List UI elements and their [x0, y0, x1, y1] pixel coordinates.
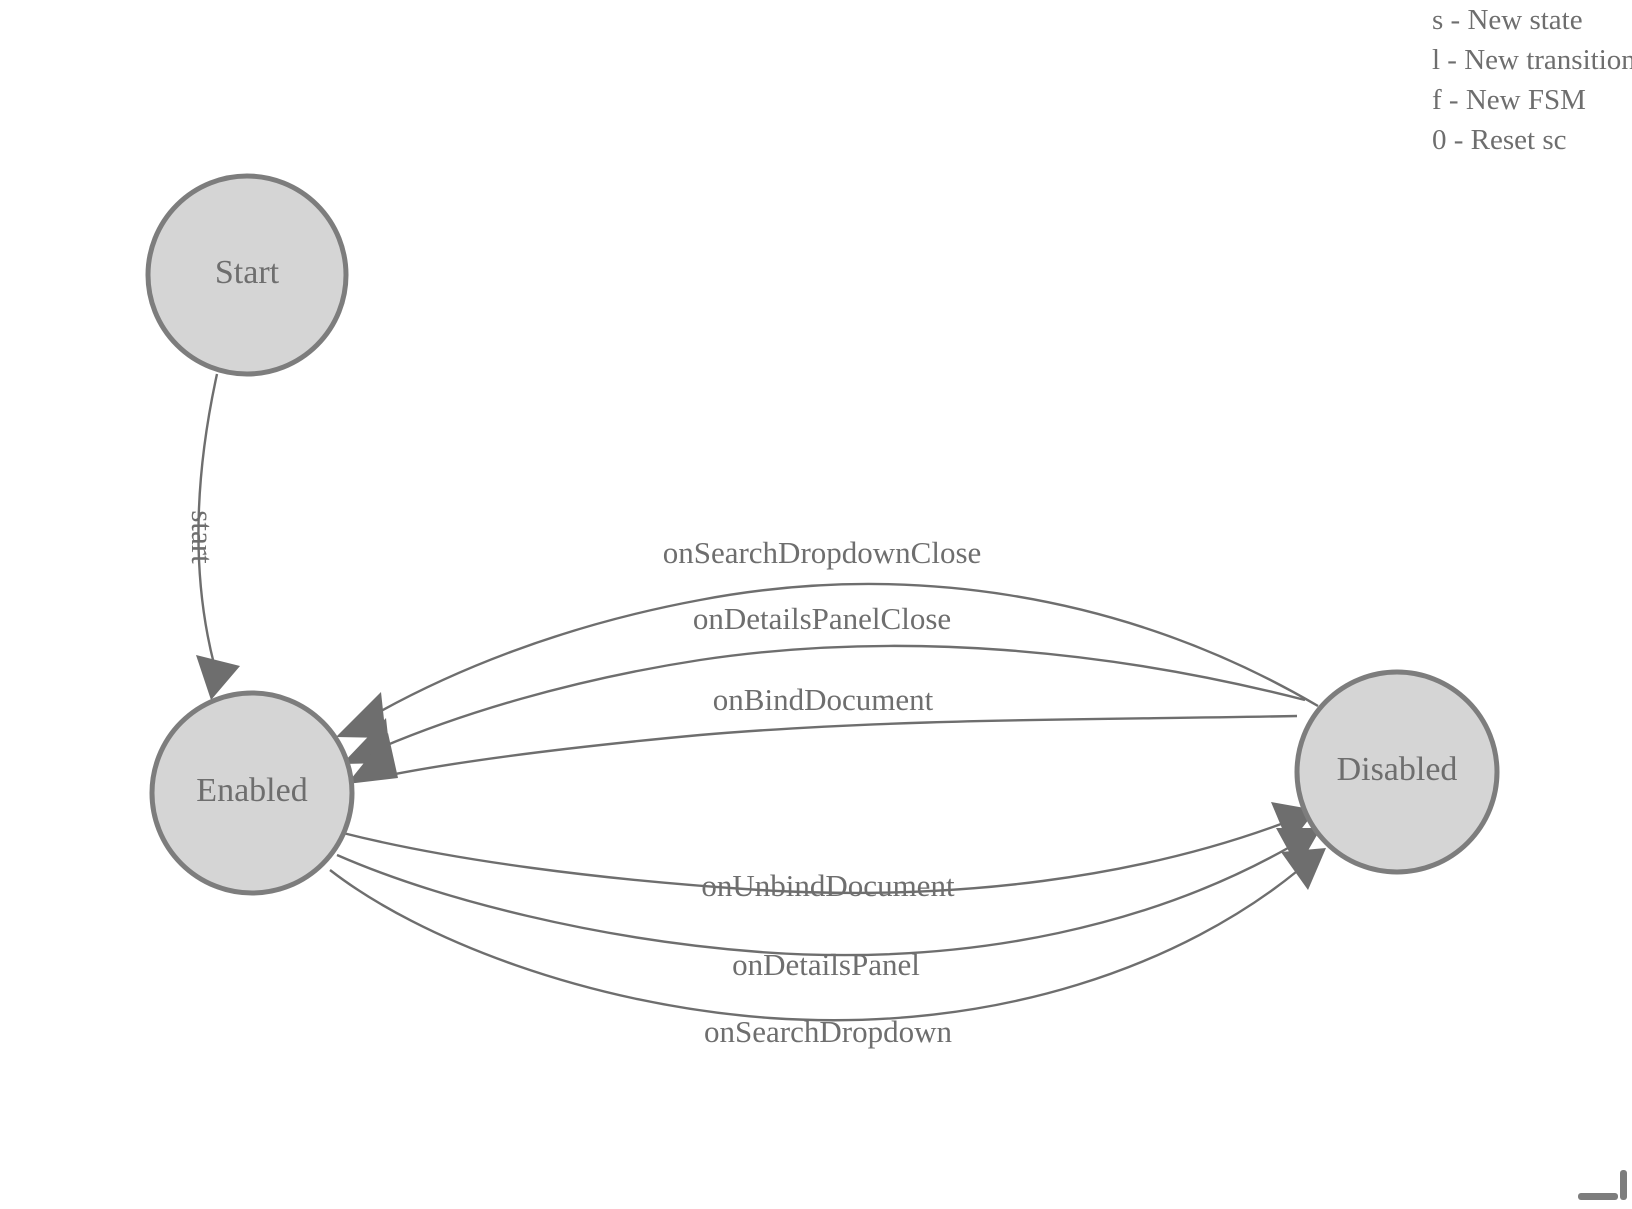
transition-label-on-bind-document: onBindDocument — [713, 682, 934, 717]
transition-on-unbind-document-path[interactable] — [342, 822, 1282, 895]
transition-on-search-dropdown-close-path[interactable] — [371, 582, 1319, 718]
transition-label-on-search-dropdown-close: onSearchDropdownClose — [663, 535, 982, 570]
state-node-disabled-circle[interactable] — [1294, 669, 1500, 875]
transition-on-search-dropdown[interactable] — [329, 848, 1326, 1022]
transition-start-path[interactable] — [197, 373, 219, 665]
state-node-enabled-circle[interactable] — [149, 690, 355, 896]
transition-start[interactable] — [196, 373, 240, 700]
legend-item-new-state: s - New state — [1432, 4, 1583, 36]
transition-label-start: start — [185, 510, 220, 564]
transition-on-details-panel[interactable] — [336, 828, 1321, 957]
horizontal-scrollbar-thumb[interactable] — [1578, 1193, 1618, 1200]
transition-on-search-dropdown-close-arrowhead — [336, 692, 386, 738]
scrollbar-corner[interactable] — [1578, 1170, 1632, 1204]
vertical-scrollbar-thumb[interactable] — [1620, 1170, 1627, 1200]
transition-on-bind-document-path[interactable] — [384, 714, 1298, 778]
transition-on-details-panel-arrowhead — [1276, 828, 1321, 868]
legend-item-new-transition: l - New transition — [1432, 44, 1632, 76]
state-node-start-label: Start — [215, 254, 280, 291]
legend-item-reset-scale: 0 - Reset sc — [1432, 124, 1567, 156]
transition-label-on-details-panel-close: onDetailsPanelClose — [693, 601, 951, 636]
transition-on-bind-document-arrowhead — [347, 733, 398, 784]
state-node-start[interactable]: Start — [145, 173, 349, 377]
transition-on-search-dropdown-arrowhead — [1281, 848, 1326, 890]
state-node-disabled[interactable]: Disabled — [1294, 669, 1500, 875]
transition-label-on-search-dropdown: onSearchDropdown — [704, 1014, 952, 1049]
state-node-start-circle[interactable] — [145, 173, 349, 377]
state-node-enabled[interactable]: Enabled — [149, 690, 355, 896]
transition-start-arrowhead — [196, 655, 240, 700]
shortcut-legend: s - New state l - New transition f - New… — [1432, 0, 1632, 160]
transition-label-on-details-panel: onDetailsPanel — [732, 947, 920, 982]
state-node-enabled-label: Enabled — [196, 772, 307, 809]
state-node-disabled-label: Disabled — [1337, 751, 1458, 788]
transition-on-details-panel-close-path[interactable] — [379, 644, 1306, 750]
transition-on-search-dropdown-path[interactable] — [329, 869, 1297, 1022]
transition-on-details-panel-path[interactable] — [336, 846, 1289, 957]
transition-on-search-dropdown-close[interactable] — [336, 582, 1319, 738]
transition-label-on-unbind-document: onUnbindDocument — [701, 868, 955, 903]
transition-on-bind-document[interactable] — [347, 714, 1298, 784]
legend-item-new-fsm: f - New FSM — [1432, 84, 1586, 116]
